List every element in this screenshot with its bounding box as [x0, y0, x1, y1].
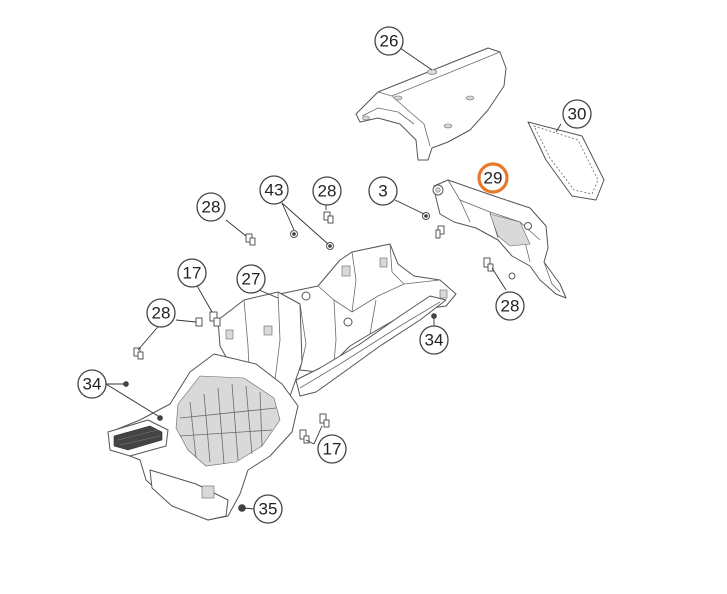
callout-label: 28 — [152, 304, 171, 323]
callout-label: 43 — [265, 181, 284, 200]
callout-label: 29 — [484, 169, 503, 188]
callout-label: 27 — [242, 270, 261, 289]
callout-label: 28 — [202, 198, 221, 217]
callout-28-right[interactable]: 28 — [495, 291, 525, 321]
callout-43[interactable]: 43 — [259, 175, 289, 205]
callout-28-top[interactable]: 28 — [312, 176, 342, 206]
callout-17-lower[interactable]: 17 — [317, 434, 347, 464]
callout-label: 34 — [425, 331, 444, 350]
callout-label: 35 — [259, 500, 278, 519]
callout-34-right[interactable]: 34 — [419, 325, 449, 355]
callout-label: 30 — [568, 105, 587, 124]
callout-28-upper-left[interactable]: 28 — [196, 192, 226, 222]
callout-label: 28 — [501, 297, 520, 316]
part-gasket-plate[interactable] — [527, 121, 605, 201]
fastener-clip-28-right-upper[interactable] — [435, 225, 445, 239]
leader-lines — [105, 47, 562, 510]
part-rear-bracket[interactable] — [432, 179, 567, 299]
callout-label: 3 — [378, 182, 387, 201]
callout-34-left[interactable]: 34 — [77, 369, 107, 399]
fastener-clip-17-upper[interactable] — [209, 311, 221, 327]
callout-27[interactable]: 27 — [236, 264, 266, 294]
fastener-nut-small[interactable] — [508, 272, 516, 280]
callout-28-left[interactable]: 28 — [146, 298, 176, 328]
callout-label: 17 — [323, 440, 342, 459]
part-rear-mudguard[interactable] — [107, 243, 457, 521]
fastener-clip-28-right-lower[interactable] — [483, 257, 494, 272]
fastener-clip-17-lower[interactable] — [299, 413, 330, 444]
callout-17-upper[interactable]: 17 — [177, 258, 207, 288]
callout-label: 34 — [83, 375, 102, 394]
fastener-screw-34-left[interactable] — [123, 381, 163, 421]
callout-26[interactable]: 26 — [374, 26, 404, 56]
callout-3[interactable]: 3 — [368, 176, 398, 206]
fastener-bolts-43[interactable] — [290, 230, 334, 250]
callout-35[interactable]: 35 — [253, 494, 283, 524]
callout-label: 28 — [318, 182, 337, 201]
fastener-screw-34-right[interactable] — [431, 313, 437, 319]
part-seat-cover[interactable] — [355, 47, 507, 161]
callout-label: 26 — [380, 32, 399, 51]
fastener-nut-3[interactable] — [422, 212, 430, 220]
callout-30[interactable]: 30 — [562, 99, 592, 129]
fastener-clip-28-upper-left[interactable] — [245, 233, 256, 246]
fastener-clip-28-top[interactable] — [323, 211, 334, 224]
callout-29[interactable]: 29 — [477, 162, 509, 194]
callout-label: 17 — [183, 264, 202, 283]
